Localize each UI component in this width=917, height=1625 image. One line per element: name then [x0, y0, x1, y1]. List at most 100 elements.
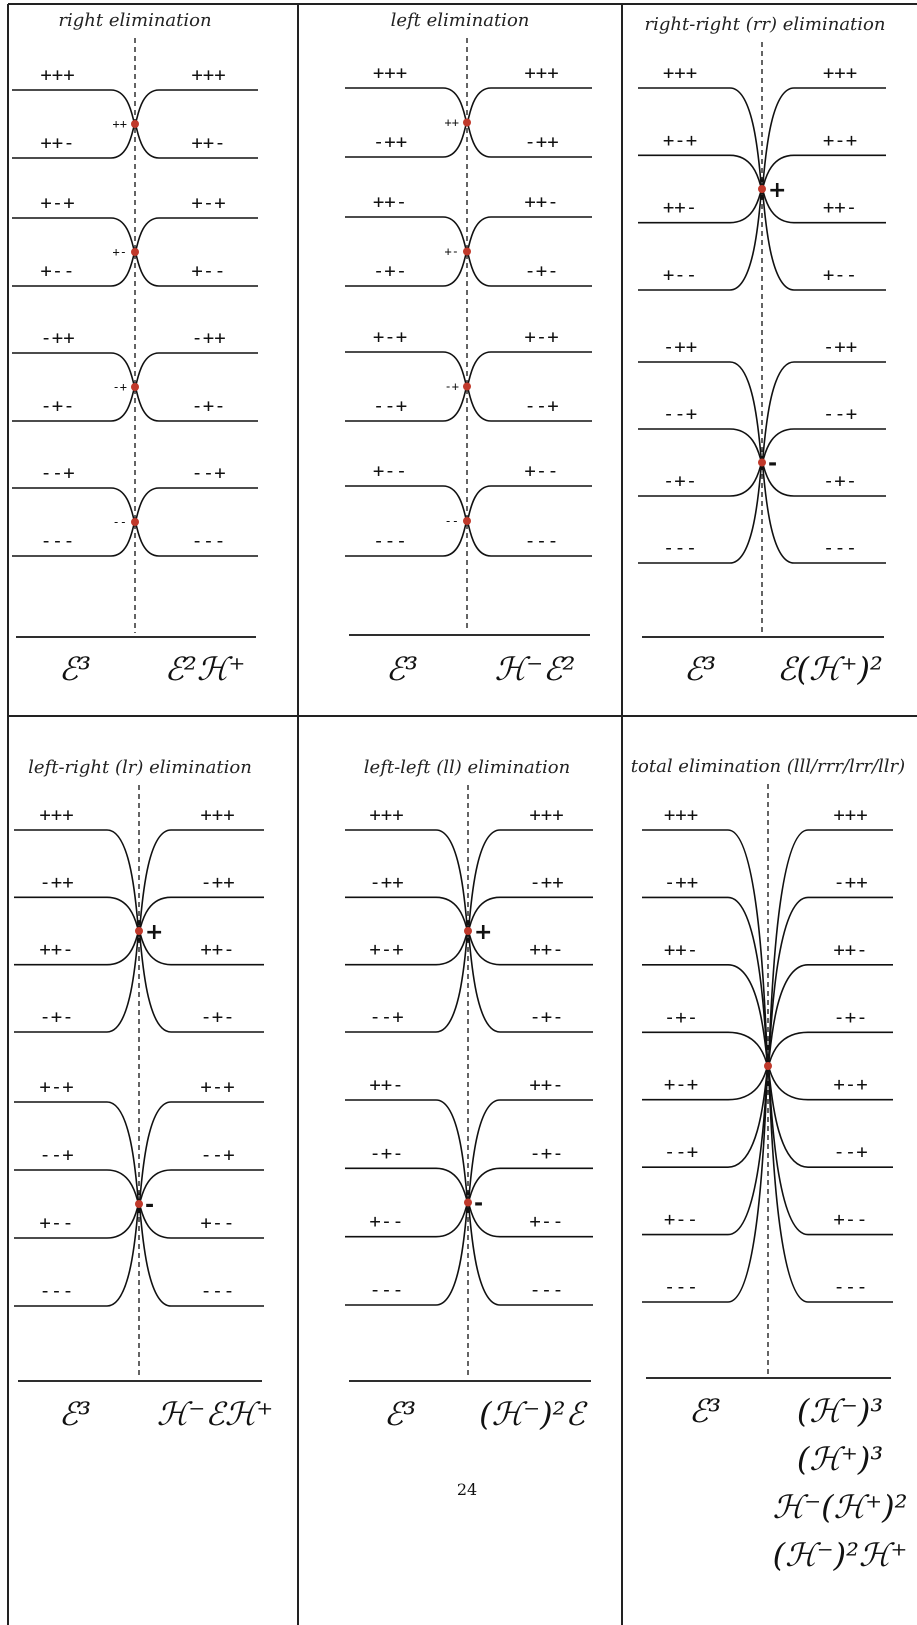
level-line-left: [345, 1201, 469, 1238]
crossing-dot: [131, 518, 139, 526]
level-line-left: [345, 930, 469, 1033]
level-label-right: ---: [833, 1276, 867, 1298]
level-label-left: -+-: [664, 1006, 698, 1028]
level-label-left: ---: [40, 530, 74, 552]
level-line-right: [466, 216, 592, 253]
level-line-left: [642, 964, 769, 1067]
formula-right: (ℋ⁻)²ℰ: [479, 1395, 588, 1433]
level-line-left: [638, 461, 763, 497]
level-label-right: -++: [524, 131, 558, 153]
crossing-dot: [131, 120, 139, 128]
level-line-left: [345, 1167, 469, 1204]
level-line-right: [467, 829, 593, 932]
level-label-right: -++: [529, 871, 563, 893]
crossing-sign: -: [768, 452, 777, 477]
level-line-left: [14, 1169, 140, 1205]
crossing-tag: -+: [113, 380, 127, 394]
level-line-left: [14, 829, 140, 932]
level-label-right: -+-: [200, 1006, 234, 1028]
level-label-left: +++: [373, 62, 407, 84]
level-label-left: +--: [664, 1209, 698, 1231]
level-label-right: +++: [200, 804, 234, 826]
crossing-dot: [758, 458, 766, 467]
level-label-right: ++-: [529, 939, 563, 961]
level-label-right: -+-: [529, 1006, 563, 1028]
level-label-left: --+: [39, 1144, 73, 1166]
level-label-right: ---: [823, 537, 857, 559]
level-label-right: -+-: [524, 260, 558, 282]
level-label-right: ---: [524, 530, 558, 552]
level-label-left: +-+: [373, 326, 407, 348]
level-label-left: ++-: [39, 939, 73, 961]
crossing-dot: [463, 118, 471, 127]
level-line-left: [642, 829, 769, 1067]
level-group: +--+----------: [345, 460, 592, 557]
level-group: ++-++--+--+-+--+---------: [345, 1074, 593, 1306]
level-label-right: ++-: [529, 1074, 563, 1096]
level-line-right: [138, 829, 264, 932]
level-line-right: [767, 1065, 893, 1101]
crossing-sign: -: [145, 1193, 154, 1218]
formula-right: (ℋ⁺)³: [797, 1440, 883, 1478]
crossing-sign: +: [145, 920, 163, 945]
level-label-left: +--: [39, 1212, 73, 1234]
level-label-right: ++-: [524, 191, 558, 213]
level-label-right: -++: [833, 871, 867, 893]
level-group: ++++++-++-+++-+++---+-+-+: [345, 804, 593, 1033]
formula-right: (ℋ⁻)³: [797, 1392, 883, 1430]
level-line-left: [345, 1099, 469, 1204]
level-line-right: [767, 1065, 893, 1168]
page-number: 24: [457, 1480, 477, 1499]
level-label-left: -++: [664, 871, 698, 893]
level-label-left: -+-: [39, 1006, 73, 1028]
level-label-left: --+: [664, 1141, 698, 1163]
level-line-right: [767, 829, 893, 1067]
level-label-right: -+-: [191, 395, 225, 417]
crossing-dot: [464, 1198, 472, 1207]
crossing-dot: [464, 927, 472, 935]
level-label-right: ---: [191, 530, 225, 552]
panel-title: right elimination: [58, 10, 211, 31]
level-label-right: +++: [833, 804, 867, 826]
panel-frame: [7, 3, 917, 1625]
panel-5: left-left (ll) elimination++++++-++-+++-…: [345, 757, 593, 1433]
level-label-right: +++: [529, 804, 563, 826]
level-label-right: +-+: [823, 129, 857, 151]
level-label-left: +++: [39, 804, 73, 826]
level-line-right: [761, 361, 886, 464]
level-label-left: +--: [373, 460, 407, 482]
crossing-tag: ++: [445, 116, 459, 130]
level-label-right: ++-: [823, 197, 857, 219]
level-label-left: +++: [664, 804, 698, 826]
level-label-right: --+: [823, 403, 857, 425]
level-label-right: +--: [191, 260, 225, 282]
level-label-right: +-+: [833, 1074, 867, 1096]
level-label-left: -+-: [373, 260, 407, 282]
level-line-left: [642, 1065, 769, 1168]
level-label-right: -++: [200, 871, 234, 893]
level-label-right: +--: [833, 1209, 867, 1231]
level-group: +++++++-++-+++-++-+--+--+: [638, 62, 886, 291]
crossing-dot: [135, 1200, 143, 1208]
crossing-dot: [131, 383, 139, 391]
level-label-left: -+-: [663, 470, 697, 492]
level-label-left: +-+: [369, 939, 403, 961]
level-label-left: -++: [40, 327, 74, 349]
panel-title: left elimination: [391, 10, 530, 31]
level-label-left: ++-: [373, 191, 407, 213]
level-label-left: -++: [663, 336, 697, 358]
level-line-right: [467, 1167, 593, 1204]
level-label-left: +-+: [664, 1074, 698, 1096]
level-label-right: +++: [191, 64, 225, 86]
level-line-right: [138, 1203, 264, 1307]
level-line-left: [638, 154, 763, 190]
level-label-right: ---: [529, 1279, 563, 1301]
panel-2: left elimination++++++-++-++++++-++--+--…: [345, 10, 592, 688]
crossing-tag: --: [445, 514, 459, 528]
level-group: ++-++--+--+-+-: [345, 191, 592, 287]
formula-right: ℰ(ℋ⁺)²: [777, 650, 883, 688]
crossing-dot: [463, 247, 471, 256]
level-label-right: +--: [823, 264, 857, 286]
crossing-dot: [131, 248, 139, 256]
level-group: ++++++++-++-++: [12, 64, 258, 159]
